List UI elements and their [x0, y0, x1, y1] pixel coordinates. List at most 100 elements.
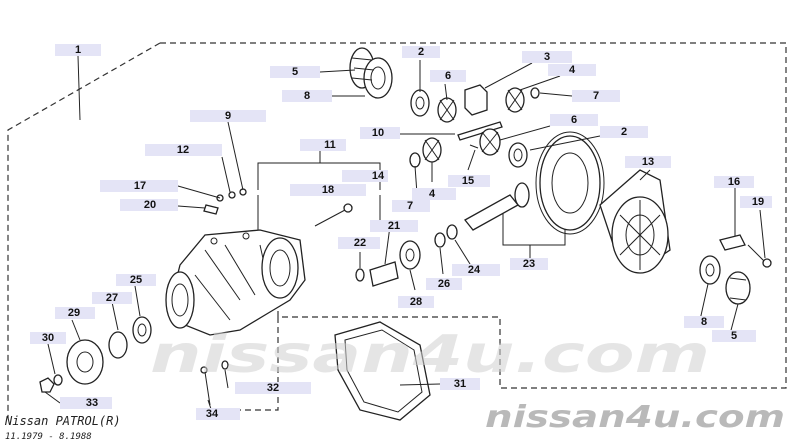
- gasket-31: [334, 321, 431, 421]
- differential-case: [599, 169, 671, 274]
- svg-text:14: 14: [372, 170, 385, 182]
- watermark-large: nissan4u.com: [150, 325, 710, 385]
- bolt-34: [200, 366, 211, 406]
- oil-seal-25: [132, 316, 152, 344]
- svg-text:9: 9: [225, 110, 231, 122]
- svg-text:11: 11: [324, 139, 336, 151]
- callout-9: 9: [190, 110, 266, 122]
- callout-4-mid: 4: [412, 188, 456, 200]
- svg-text:33: 33: [86, 397, 98, 409]
- callout-15: 15: [448, 175, 490, 187]
- svg-text:29: 29: [68, 307, 80, 319]
- side-bearing-right: [699, 255, 751, 305]
- svg-text:5: 5: [731, 330, 737, 342]
- callout-24: 24: [452, 264, 500, 276]
- svg-text:23: 23: [523, 258, 535, 270]
- washer-30: [53, 374, 63, 386]
- drive-pinion: [464, 182, 530, 231]
- companion-flange-29: [66, 339, 104, 385]
- pinion-mate-gear-left: [437, 97, 457, 123]
- callout-34: 34: [196, 408, 240, 420]
- callout-10: 10: [360, 127, 400, 139]
- svg-text:6: 6: [571, 114, 577, 126]
- callout-22: 22: [338, 237, 380, 249]
- callout-31: 31: [440, 378, 480, 390]
- svg-text:8: 8: [701, 316, 707, 328]
- svg-text:22: 22: [354, 237, 366, 249]
- thrust-washer-right: [530, 87, 540, 99]
- svg-text:2: 2: [621, 126, 627, 138]
- side-gear-left: [410, 89, 430, 117]
- callout-7-mid: 7: [392, 200, 430, 212]
- carrier-housing: [165, 229, 306, 336]
- shims-26: [434, 224, 458, 248]
- bearing-top: [349, 47, 393, 99]
- callout-30: 30: [30, 332, 66, 344]
- nut-33: [39, 377, 55, 393]
- svg-text:10: 10: [372, 127, 384, 139]
- model-name: Nissan PATROL(R): [4, 414, 121, 428]
- callout-29: 29: [55, 307, 95, 319]
- pinion-mate-shaft: [457, 121, 503, 141]
- production-dates: 11.1979 - 8.1988: [5, 432, 92, 442]
- callout-13: 13: [625, 156, 671, 168]
- svg-text:8: 8: [304, 90, 310, 102]
- callout-32: 32: [235, 382, 311, 394]
- svg-text:4: 4: [569, 64, 576, 76]
- callout-5-top: 5: [270, 66, 320, 78]
- callout-2-mid: 2: [600, 126, 648, 138]
- callout-21: 21: [370, 220, 418, 232]
- svg-text:2: 2: [418, 46, 424, 58]
- callout-5-bottom: 5: [712, 330, 756, 342]
- callout-12: 12: [145, 144, 222, 156]
- callout-6-top: 6: [430, 70, 466, 82]
- svg-text:13: 13: [642, 156, 654, 168]
- callout-16: 16: [714, 176, 754, 188]
- watermark-small: nissan4u.com: [485, 400, 785, 435]
- svg-text:24: 24: [468, 264, 481, 276]
- pinion-gear-middle: [479, 128, 501, 156]
- ring-gear: [535, 131, 605, 235]
- svg-text:27: 27: [106, 292, 118, 304]
- callout-14: 14: [342, 170, 388, 182]
- lock-plate: [719, 234, 746, 251]
- bolt-19: [747, 244, 772, 268]
- washer-32: [221, 360, 229, 370]
- side-gear-right: [508, 142, 528, 168]
- svg-text:25: 25: [130, 274, 142, 286]
- small-gear-center: [422, 137, 442, 163]
- svg-text:7: 7: [593, 90, 599, 102]
- svg-text:20: 20: [144, 199, 156, 211]
- callout-19: 19: [740, 196, 772, 208]
- callout-26: 26: [426, 278, 462, 290]
- svg-text:21: 21: [388, 220, 400, 232]
- callout-1: 1: [55, 44, 101, 56]
- callout-3: 3: [522, 51, 572, 63]
- svg-text:30: 30: [42, 332, 54, 344]
- svg-text:12: 12: [177, 144, 189, 156]
- svg-text:32: 32: [267, 382, 279, 394]
- svg-text:7: 7: [407, 200, 413, 212]
- svg-text:3: 3: [544, 51, 550, 63]
- svg-text:16: 16: [728, 176, 740, 188]
- svg-text:1: 1: [75, 44, 81, 56]
- svg-text:17: 17: [134, 180, 146, 192]
- callout-20: 20: [120, 199, 178, 211]
- callout-27: 27: [92, 292, 132, 304]
- nut-9: [216, 188, 247, 202]
- spacer-21: [369, 261, 399, 287]
- svg-text:26: 26: [438, 278, 450, 290]
- callout-17: 17: [100, 180, 178, 192]
- lock-pin: [469, 144, 479, 149]
- callout-28: 28: [398, 296, 434, 308]
- callout-18: 18: [290, 184, 366, 196]
- pinion-bearing-28: [399, 240, 421, 270]
- bearing-27: [108, 331, 128, 359]
- washer-22: [355, 268, 365, 282]
- callout-8-top: 8: [282, 90, 332, 102]
- svg-text:6: 6: [445, 70, 451, 82]
- thrust-block: [464, 84, 488, 116]
- svg-text:4: 4: [429, 188, 436, 200]
- washer-7: [409, 152, 421, 168]
- svg-text:31: 31: [454, 378, 466, 390]
